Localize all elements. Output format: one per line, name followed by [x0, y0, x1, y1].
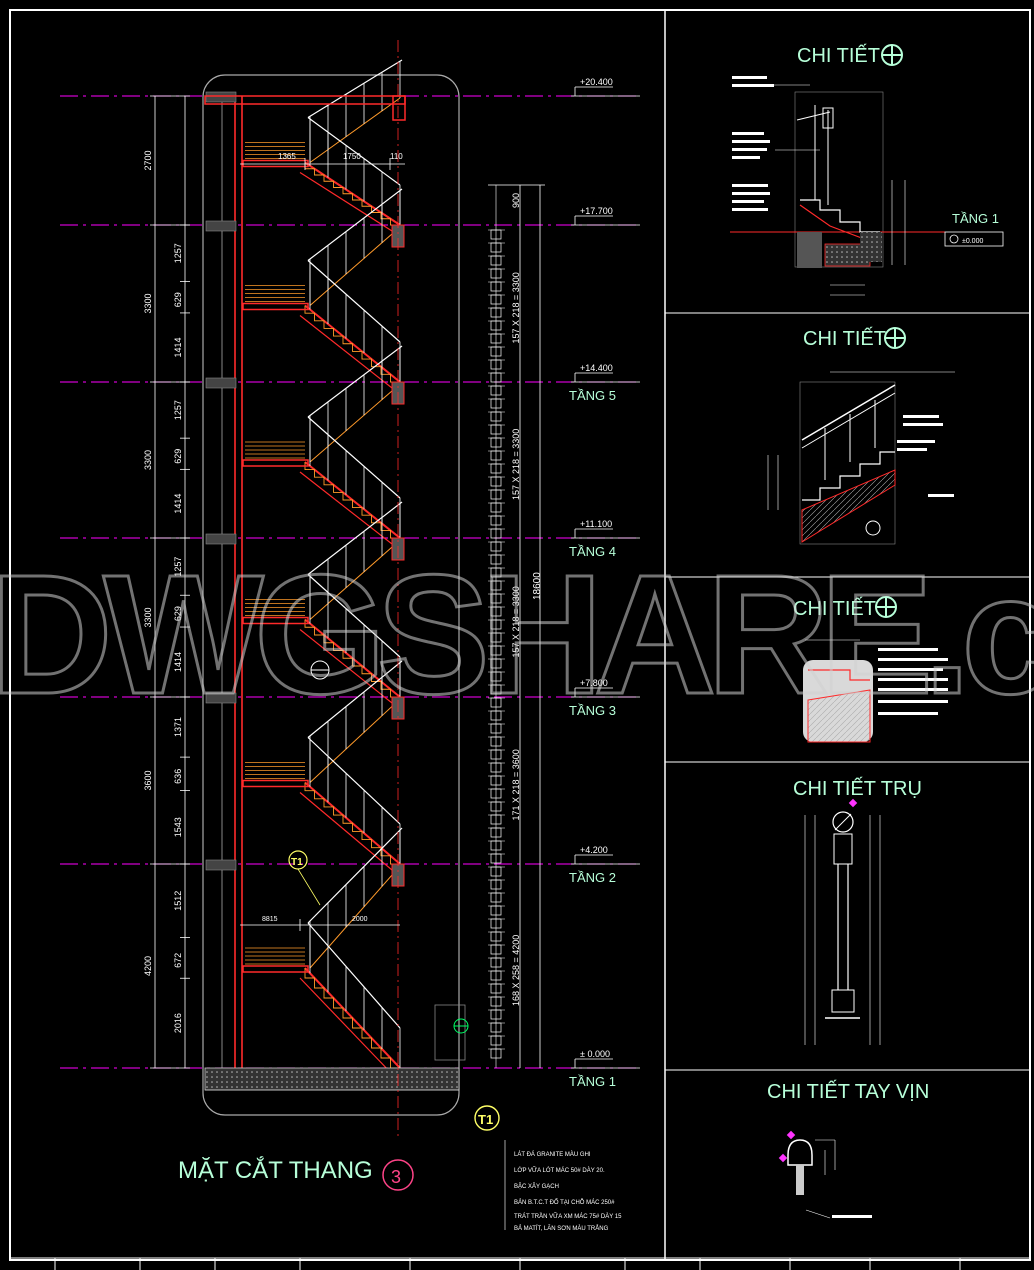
left-dim-inner: 1512 — [173, 891, 183, 911]
left-wall — [221, 96, 243, 1068]
left-dim-inner: 629 — [173, 449, 183, 464]
left-dim-outer: 3300 — [143, 450, 153, 470]
detail-callout-bubble-1 — [310, 660, 469, 1061]
t1-legend: T1 LÁT ĐÁ GRANITE MÀU GHI LỚP VỮA LÓT MÁ… — [474, 1105, 622, 1232]
left-dim-outer: 4200 — [143, 956, 153, 976]
legend-line-3: BẬC XÂY GẠCH — [514, 1183, 559, 1190]
top-dim-1: 1365 — [278, 152, 296, 161]
left-dim-inner: 1543 — [173, 817, 183, 837]
flight-dim: 157 X 218 = 3300 — [511, 272, 521, 343]
title-block — [10, 1257, 1030, 1270]
left-dim-inner: 629 — [173, 292, 183, 307]
left-dim-outer: 3300 — [143, 607, 153, 627]
detail-2: CHI TIẾT — [767, 327, 955, 545]
left-dim-inner: 1257 — [173, 557, 183, 577]
left-dim-inner: 1257 — [173, 400, 183, 420]
left-dim-inner: 636 — [173, 769, 183, 784]
detail-1-level-elev: ±0.000 — [962, 238, 983, 245]
left-dimension-labels: 2700 3300 3300 3300 3600 4200 1257 629 1414 1257 6… — [143, 150, 190, 1033]
right-dim-top: 900 — [511, 193, 521, 208]
flight-dim: 171 X 218 = 3600 — [511, 749, 521, 820]
detail-post: CHI TIẾT TRỤ — [793, 777, 922, 1045]
level-marker: +17.700 — [571, 206, 640, 226]
detail-handrail-title: CHI TIẾT TAY VỊN — [767, 1080, 929, 1103]
stair-floor-segment — [205, 501, 405, 704]
roof-slab — [204, 95, 406, 121]
left-dim-inner: 672 — [173, 953, 183, 968]
section-number: 3 — [391, 1167, 401, 1187]
right-dimension-chain: 900 18600 — [488, 184, 545, 1068]
left-dim-outer: 3300 — [143, 293, 153, 313]
left-dim-inner: 1414 — [173, 337, 183, 357]
detail-3-title: CHI TIẾT — [793, 597, 876, 620]
legend-line-2: LỚP VỮA LÓT MÁC 50# DÀY 20. — [514, 1167, 605, 1174]
ground-fill — [204, 1067, 460, 1091]
left-dim-inner: 1257 — [173, 243, 183, 263]
level-elevation: +20.400 — [580, 77, 613, 87]
t1-callout: T1 — [288, 850, 321, 906]
left-dim-inner: 2016 — [173, 1013, 183, 1033]
level-elevation: +17.700 — [580, 206, 613, 216]
left-dim-inner: 1414 — [173, 494, 183, 514]
legend-marker: T1 — [478, 1112, 493, 1127]
flight-dim: 157 X 218 = 3300 — [511, 586, 521, 657]
flight-dimension-labels: 157 X 218 = 3300 157 X 218 = 3300 157 X 21… — [511, 272, 521, 1006]
stair-shaft-outline — [202, 74, 460, 1116]
legend-line-5: TRÁT TRẦN VỮA XM MÁC 75# DÀY 15 — [514, 1213, 622, 1220]
level-elevation: ± 0.000 — [580, 1049, 610, 1059]
detail-1-title: CHI TIẾT — [797, 44, 880, 67]
level-floor-name: TẦNG 3 — [569, 703, 616, 718]
legend-line-4: BẢN B.T.C.T ĐỔ TẠI CHỖ MÁC 250# — [514, 1199, 615, 1206]
detail-3: CHI TIẾT — [793, 596, 948, 743]
left-dim-inner: 1414 — [173, 652, 183, 672]
left-dimension-chain — [154, 96, 186, 1068]
detail-post-title: CHI TIẾT TRỤ — [793, 777, 922, 800]
detail-1-level-label: TẦNG 1 — [952, 211, 999, 226]
section-title: MẶT CẮT THANG — [178, 1156, 373, 1184]
top-dim-2: 1750 — [343, 152, 361, 161]
flight-dim: 168 X 258 = 4200 — [511, 935, 521, 1006]
detail-handrail: CHI TIẾT TAY VỊN — [767, 1080, 929, 1219]
detail-2-title: CHI TIẾT — [803, 327, 886, 350]
left-dim-inner: 629 — [173, 606, 183, 621]
top-dimension-chain: 1365 1750 110 — [240, 152, 405, 170]
right-dim-total: 18600 — [532, 572, 543, 600]
t1-label: T1 — [291, 857, 303, 868]
riser-dimension-column — [488, 185, 505, 1068]
stair-floor-segment — [205, 827, 405, 1075]
level-floor-name: TẦNG 4 — [569, 544, 616, 559]
bottom-dim-1: 8815 — [262, 916, 278, 923]
level-elevation: +11.100 — [580, 519, 612, 529]
legend-line-1: LÁT ĐÁ GRANITE MÀU GHI — [514, 1151, 591, 1158]
flight-dim: 157 X 218 = 3300 — [511, 429, 521, 500]
left-dim-outer: 3600 — [143, 770, 153, 790]
level-elevation: +14.400 — [580, 363, 613, 373]
top-dim-3: 110 — [390, 152, 403, 161]
level-elevation: +4.200 — [580, 845, 608, 855]
level-floor-name: TẦNG 2 — [569, 870, 616, 885]
level-floor-name: TẦNG 5 — [569, 388, 616, 403]
section-number-circle — [382, 1159, 414, 1191]
level-elevation: +7.800 — [580, 678, 608, 688]
detail-1: CHI TIẾT TẦNG 1 ±0.000 — [730, 44, 1004, 296]
level-floor-name: TẦNG 1 — [569, 1074, 616, 1089]
bottom-dimension-chain: 8815 2000 — [240, 916, 400, 931]
bottom-dim-2: 2000 — [352, 916, 368, 923]
level-marker: +20.400 — [571, 77, 640, 97]
stair-flights — [205, 59, 405, 1075]
left-dim-outer: 2700 — [143, 150, 153, 170]
legend-line-6: BẢ MATÍT, LĂN SƠN MÀU TRẮNG — [514, 1224, 609, 1232]
left-dim-inner: 1371 — [173, 717, 183, 737]
